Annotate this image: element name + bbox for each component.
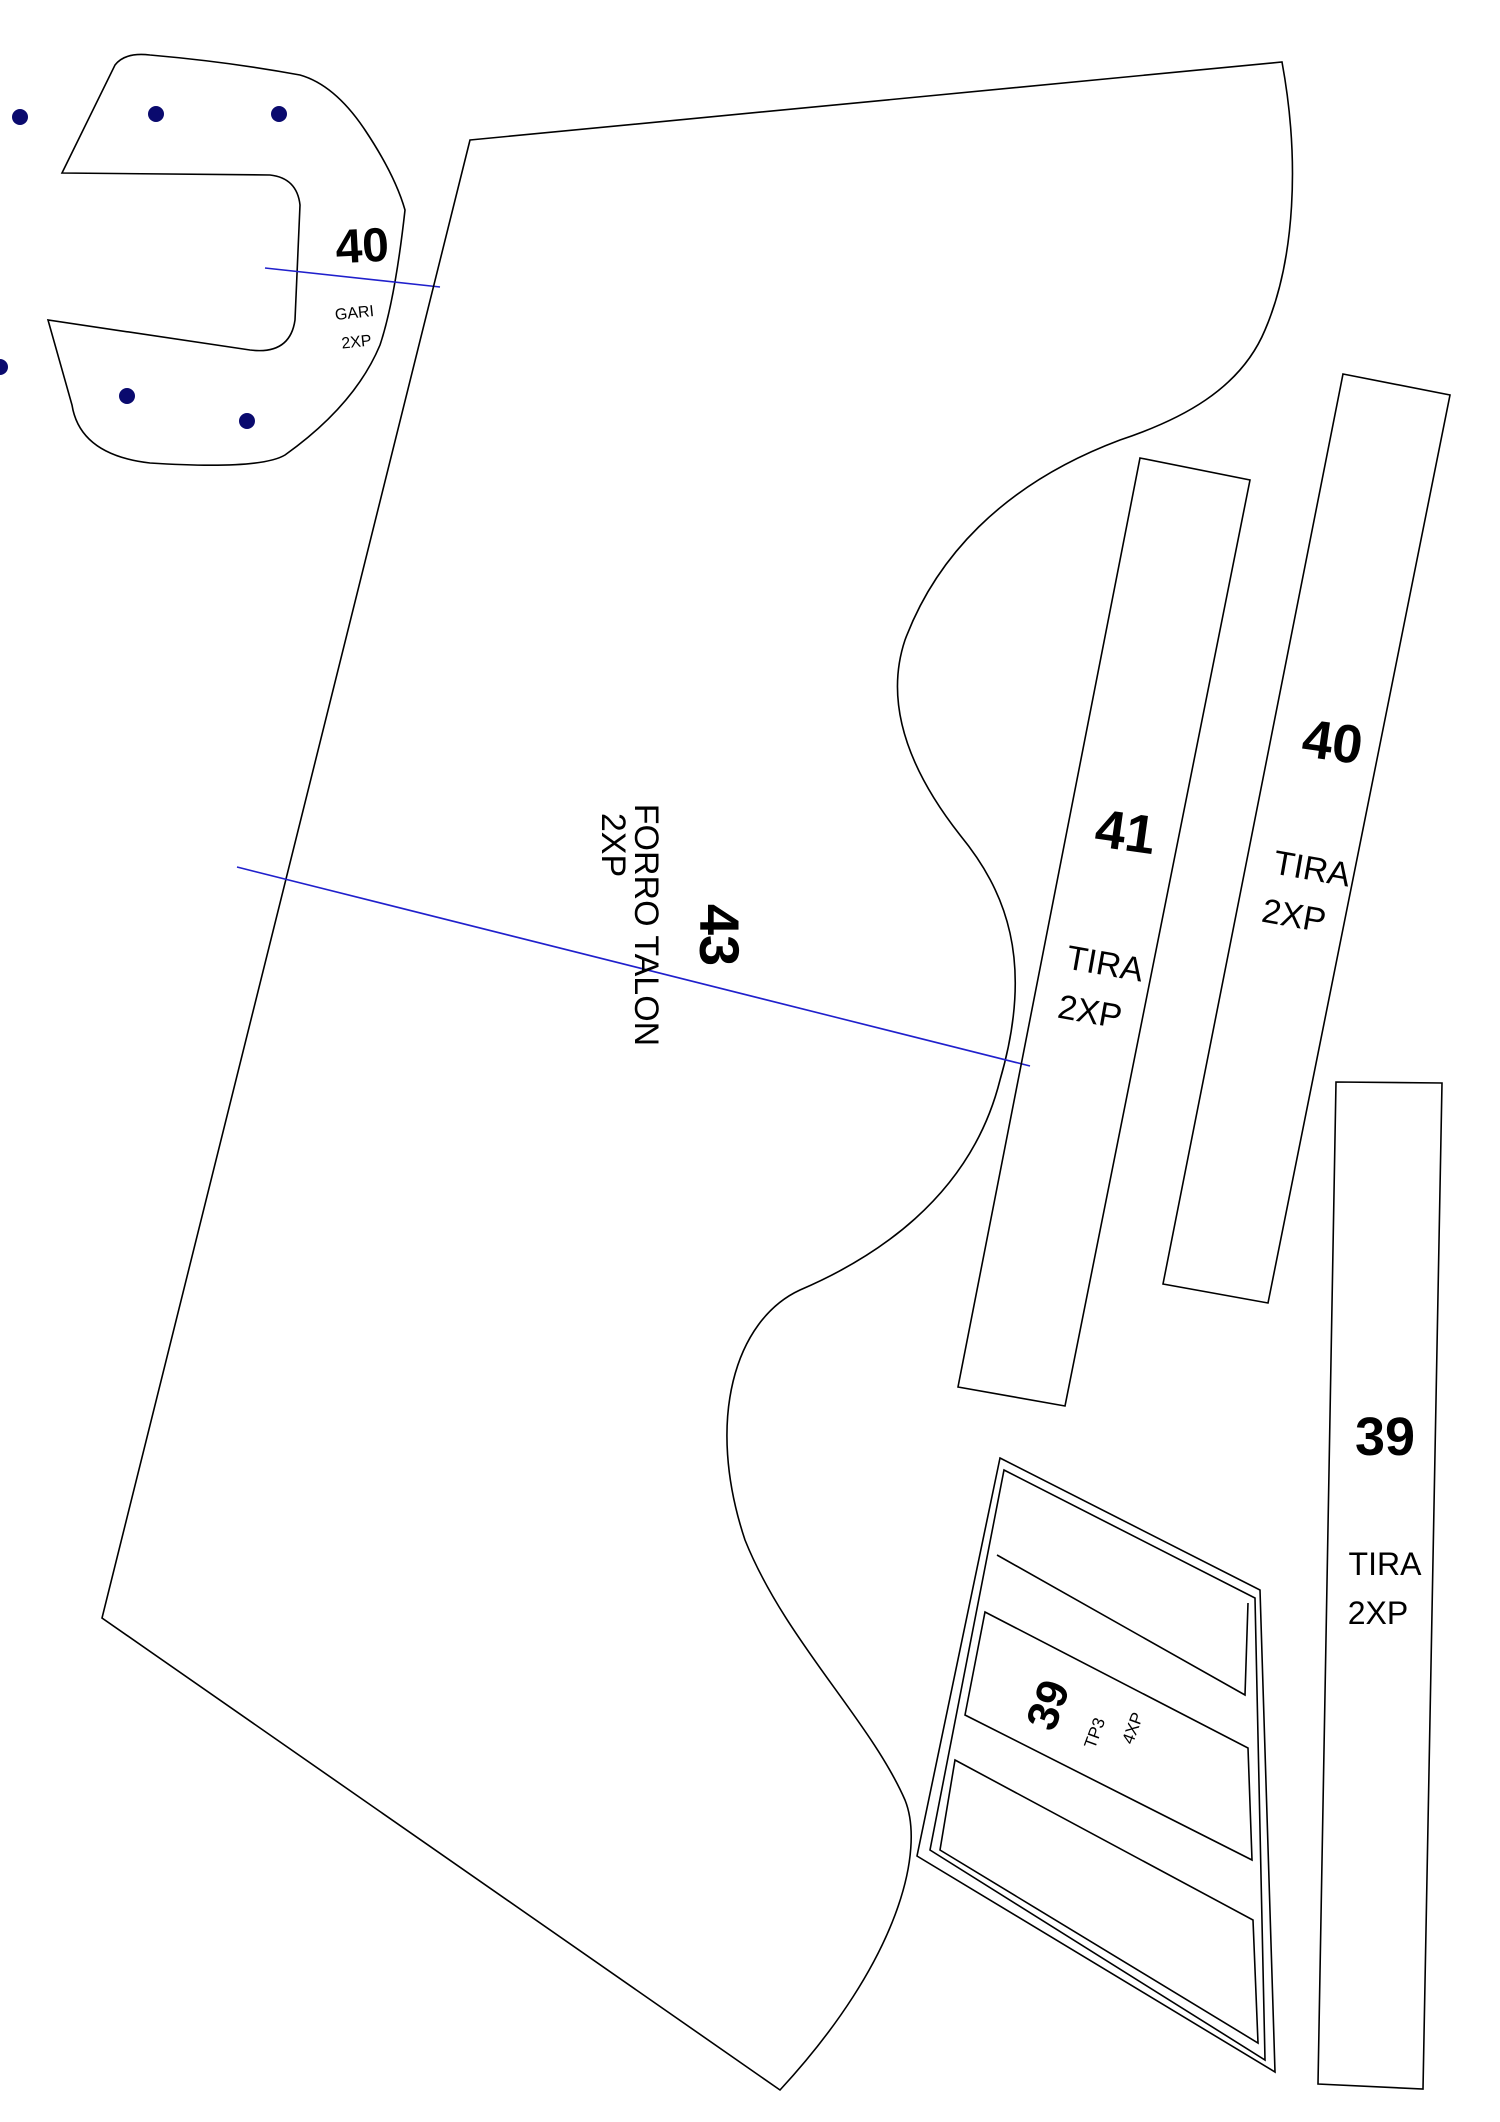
punch-hole: [119, 388, 135, 404]
tira-39-qty: 2XP: [1348, 1595, 1408, 1631]
gari-qty: 2XP: [341, 332, 373, 352]
tira-40-size: 40: [1299, 708, 1367, 776]
tp3-outer-outline: [916, 1456, 1276, 2074]
tira-41-outline: [957, 457, 1251, 1407]
tira-40-qty: 2XP: [1259, 892, 1329, 941]
tira-41-size: 41: [1092, 798, 1160, 866]
tira-40-outline: [1162, 373, 1451, 1304]
tp3-inner-outline: [929, 1468, 1266, 2062]
forro-talon-size: 43: [688, 904, 751, 966]
gari-name: GARI: [334, 303, 375, 324]
piece-forro-talon[interactable]: 43 FORRO TALON 2XP: [101, 61, 1294, 2092]
gari-guide-line: [264, 267, 441, 288]
piece-gari[interactable]: 40 GARI 2XP: [0, 53, 441, 467]
tp3-size: 39: [1017, 1674, 1080, 1737]
tp3-segment: [996, 1554, 1249, 1697]
piece-tp3[interactable]: 39 TP3 4XP: [916, 1456, 1276, 2074]
punch-hole: [239, 413, 255, 429]
punch-hole: [12, 109, 28, 125]
forro-talon-outline: [101, 61, 1294, 2092]
piece-tira-39[interactable]: 39 TIRA 2XP: [1317, 1081, 1443, 2090]
gari-outline: [46, 53, 406, 467]
punch-hole: [148, 106, 164, 122]
piece-tira-41[interactable]: 41 TIRA 2XP: [957, 457, 1251, 1407]
tp3-name: TP3: [1081, 1715, 1110, 1751]
tira-41-name: TIRA: [1063, 939, 1146, 990]
tira-39-outline: [1317, 1081, 1443, 2090]
gari-size: 40: [334, 219, 390, 275]
punch-hole: [271, 106, 287, 122]
tp3-segment: [939, 1758, 1259, 2045]
forro-talon-name: FORRO TALON: [627, 804, 665, 1046]
punch-hole: [0, 359, 8, 375]
tira-40-name: TIRA: [1270, 844, 1353, 895]
tira-39-name: TIRA: [1349, 1546, 1423, 1582]
tira-41-qty: 2XP: [1055, 988, 1125, 1037]
forro-talon-guide-line: [236, 866, 1031, 1067]
tp3-qty: 4XP: [1118, 1710, 1147, 1747]
tp3-segment: [964, 1610, 1253, 1862]
piece-tira-40[interactable]: 40 TIRA 2XP: [1162, 373, 1451, 1304]
tira-39-size: 39: [1355, 1407, 1415, 1467]
forro-talon-qty: 2XP: [594, 813, 632, 877]
